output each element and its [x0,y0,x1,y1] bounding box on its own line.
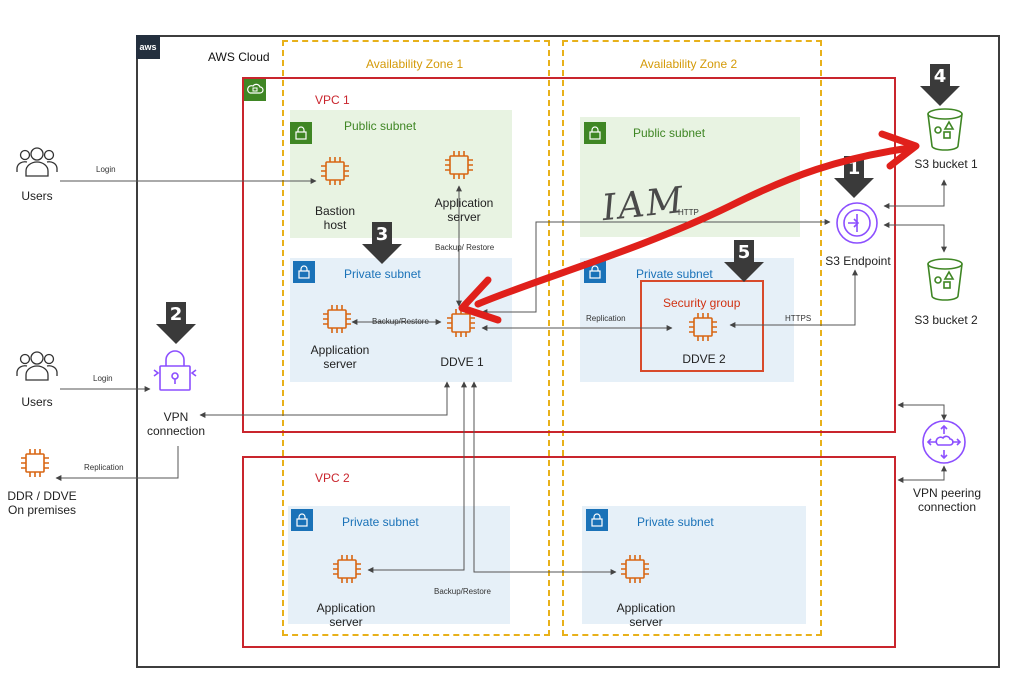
marker-4: 4 [920,64,960,106]
marker-1-number: 1 [847,158,861,179]
app-server-vpc2-az1-label: Application server [316,601,376,629]
marker-1: 1 [834,156,874,198]
marker-2-number: 2 [169,304,183,325]
bastion-host-label: Bastion host [314,204,356,232]
edge-label-https-endpoint: HTTPS [785,314,812,323]
app-server-vpc2-az2-label: Application server [616,601,676,629]
edge-endpoint-bucket1 [883,179,947,209]
users-icon [16,346,58,386]
private-subnet-vpc2-az2-title: Private subnet [637,515,714,529]
edge-label-backup-public: Backup/ Restore [435,243,495,252]
users-icon [16,142,58,182]
users-bottom-label: Users [21,395,53,409]
s3-endpoint-label: S3 Endpoint [825,254,891,268]
availability-zone-1-title: Availability Zone 1 [366,57,464,71]
marker-5: 5 [724,240,764,282]
edge-label-backup-vpc2: Backup/Restore [434,587,491,596]
chip-icon [321,157,349,185]
edge-ddve1-vpc2-left [367,381,467,573]
availability-zone-1 [282,40,550,636]
endpoint-icon [834,200,880,246]
lock-icon [293,261,315,283]
edge-ddve1-vpc2-right [471,381,617,575]
edge-https-ddve2 [729,269,858,328]
vpc-1-title: VPC 1 [315,93,350,107]
availability-zone-2 [562,40,822,636]
aws-logo-text: aws [139,42,157,52]
users-top-label: Users [21,189,53,203]
marker-3: 3 [362,222,402,264]
public-subnet-az1 [290,110,512,238]
chip-icon [333,555,361,583]
vpn-peering-icon [920,418,968,466]
lock-icon [291,509,313,531]
edge-label-http-public: HTTP [678,208,699,217]
edge-label-backup-private: Backup/Restore [372,317,429,326]
marker-2: 2 [156,302,196,344]
public-subnet-az2-title: Public subnet [633,126,706,140]
edge-endpoint-bucket2 [883,222,947,253]
public-subnet-az2 [580,117,800,237]
marker-4-number: 4 [933,66,947,87]
app-server-private-label: Application server [310,343,370,371]
marker-5-number: 5 [737,242,751,263]
edge-ddve1-endpoint [481,219,831,315]
edge-label-replication-ddve: Replication [586,314,626,323]
chip-icon [21,449,49,477]
marker-3-number: 3 [375,224,389,245]
s3-bucket-icon [924,106,966,152]
edge-label-login-bottom: Login [93,374,113,383]
s3-bucket-icon [924,256,966,302]
s3-bucket1-label: S3 bucket 1 [914,157,978,171]
availability-zone-2-title: Availability Zone 2 [640,57,738,71]
chip-icon [447,309,475,337]
chip-icon [689,313,717,341]
lock-icon [584,122,606,144]
ddve1-label: DDVE 1 [440,355,484,369]
vpn-peering-label: VPN peering connection [912,486,982,514]
ddr-onprem-label: DDR / DDVE On premises [7,489,77,517]
lock-icon [290,122,312,144]
aws-logo: aws [136,35,160,59]
ddve2-label: DDVE 2 [682,352,726,366]
edge-peering-vpc2 [897,465,947,483]
private-subnet-vpc2-az2 [582,506,806,624]
vpn-connection-label: VPN connection [146,410,206,438]
app-server-public-label: Application server [434,196,494,224]
aws-cloud-title: AWS Cloud [208,50,270,64]
edge-label-login-top: Login [96,165,116,174]
aws-cloud-boundary [136,35,1000,668]
chip-icon [445,151,473,179]
cloud-icon [244,79,266,101]
edge-peering-vpc1 [897,402,947,421]
s3-bucket2-label: S3 bucket 2 [914,313,978,327]
edge-label-replication-onprem: Replication [84,463,124,472]
public-subnet-az1-title: Public subnet [344,119,417,133]
chip-icon [323,305,351,333]
vpn-padlock-icon [152,346,198,394]
private-subnet-az1-title: Private subnet [344,267,421,281]
edge-replication-onprem [55,446,179,481]
chip-icon [621,555,649,583]
vpc-2-title: VPC 2 [315,471,350,485]
